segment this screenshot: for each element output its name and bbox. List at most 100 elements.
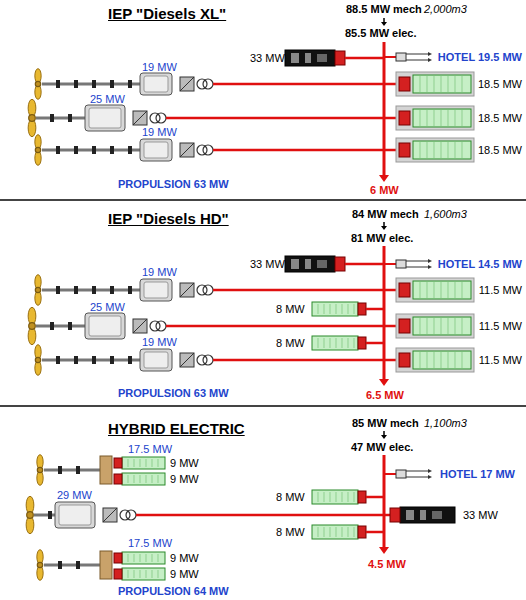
feeder-arrow <box>428 259 432 263</box>
fuel-volume: 2,000m3 <box>424 2 467 16</box>
engine-cylinder <box>140 554 141 562</box>
engine-cylinder <box>455 142 456 158</box>
transformer-symbol <box>203 145 213 155</box>
engine-cylinder <box>455 76 456 92</box>
propeller-hub <box>35 81 40 86</box>
transformer-symbol <box>150 321 160 331</box>
engine-cylinder <box>462 318 463 334</box>
motor-rating: 25 MW <box>90 92 125 106</box>
power-bus <box>383 42 386 176</box>
turbine-section <box>305 53 311 63</box>
gas-turbine <box>400 507 455 523</box>
engine-cylinder <box>448 76 449 92</box>
propeller-hub <box>35 147 40 152</box>
motor-casing <box>89 316 121 336</box>
engine-cylinder <box>441 76 442 92</box>
generator <box>358 526 366 538</box>
transformer-symbol <box>156 321 166 331</box>
panel-title: IEP "Diesels HD" <box>108 210 229 228</box>
diesel-engine <box>312 525 358 539</box>
diesel-engine <box>413 109 471 127</box>
motor-rating: 19 MW <box>142 60 177 74</box>
engine-cylinder <box>146 570 147 578</box>
shaft-bearing <box>128 356 132 364</box>
propeller-hub <box>27 512 34 519</box>
engine-cylinder <box>448 282 449 298</box>
engine-cylinder <box>434 142 435 158</box>
shaft-bearing <box>74 146 78 154</box>
engine-cylinder <box>140 475 141 483</box>
generator-rating: 33 MW <box>250 51 285 65</box>
transformer-symbol <box>126 510 136 520</box>
generator <box>358 337 366 349</box>
engine-cylinder <box>152 570 153 578</box>
generator <box>114 553 122 563</box>
diesel-engine <box>413 141 471 159</box>
load-total: PROPULSION 64 MW <box>118 584 229 598</box>
diesel-engine <box>413 351 471 369</box>
generator-rating: 18.5 MW <box>478 111 522 125</box>
engine-cylinder <box>336 492 337 502</box>
transformer-symbol <box>120 510 130 520</box>
power-total: 84 MW mech <box>352 207 419 221</box>
engine-cylinder <box>128 475 129 483</box>
generator <box>358 491 366 503</box>
engine-cylinder <box>146 459 147 467</box>
electric-motor <box>85 313 125 339</box>
engine-cylinder <box>158 475 159 483</box>
turbine-section <box>291 53 299 63</box>
panel-separator <box>0 405 526 407</box>
generator-rating: 18.5 MW <box>478 143 522 157</box>
generator <box>114 458 122 468</box>
diesel-engine <box>122 552 165 564</box>
engine-cylinder <box>354 527 355 537</box>
converter-symbol <box>133 111 147 125</box>
power-cable <box>213 149 384 152</box>
engine-cylinder <box>324 492 325 502</box>
generator-rating: 11.5 MW <box>479 353 522 367</box>
turbine-section <box>420 510 426 520</box>
engine-cylinder <box>336 304 337 314</box>
engine-cylinder <box>152 475 153 483</box>
motor-rating: 25 MW <box>90 300 125 314</box>
diesel-engine <box>413 281 471 299</box>
propeller-hub <box>35 357 40 362</box>
transformer-symbol <box>197 285 207 295</box>
gas-turbine <box>285 50 335 66</box>
engine-cylinder <box>330 527 331 537</box>
converter-symbol <box>180 143 194 157</box>
bus-arrow <box>379 175 389 182</box>
bus-arrow <box>379 547 389 554</box>
power-margin: 4.5 MW <box>368 557 406 571</box>
engine-cylinder <box>455 318 456 334</box>
generator <box>399 319 410 333</box>
engine-cylinder <box>318 492 319 502</box>
engine-cylinder <box>427 318 428 334</box>
engine-cylinder <box>455 352 456 368</box>
engine-cylinder <box>134 459 135 467</box>
hotel-feeder <box>406 471 430 472</box>
engine-cylinder <box>434 352 435 368</box>
turbine-section <box>305 259 311 269</box>
power-cable <box>384 514 390 517</box>
generator <box>114 474 122 484</box>
engine-cylinder <box>146 475 147 483</box>
generator-rating: 8 MW <box>276 525 305 539</box>
turbine-section <box>406 510 414 520</box>
electric-motor <box>85 105 125 131</box>
engine-cylinder <box>354 338 355 348</box>
diesel-engine <box>413 75 471 93</box>
shaft-bearing <box>76 561 80 569</box>
diesel-engine <box>312 336 358 350</box>
power-cable <box>366 342 384 345</box>
conversion-arrow-head <box>381 22 387 26</box>
engine-cylinder <box>441 110 442 126</box>
turbine-section <box>317 260 327 268</box>
converter-symbol <box>180 283 194 297</box>
hotel-feeder <box>406 261 430 262</box>
converter-diagonal <box>180 353 194 367</box>
engine-cylinder <box>441 282 442 298</box>
generator-rating: 9 MW <box>170 456 199 470</box>
engine-cylinder <box>455 282 456 298</box>
engine-cylinder <box>128 570 129 578</box>
